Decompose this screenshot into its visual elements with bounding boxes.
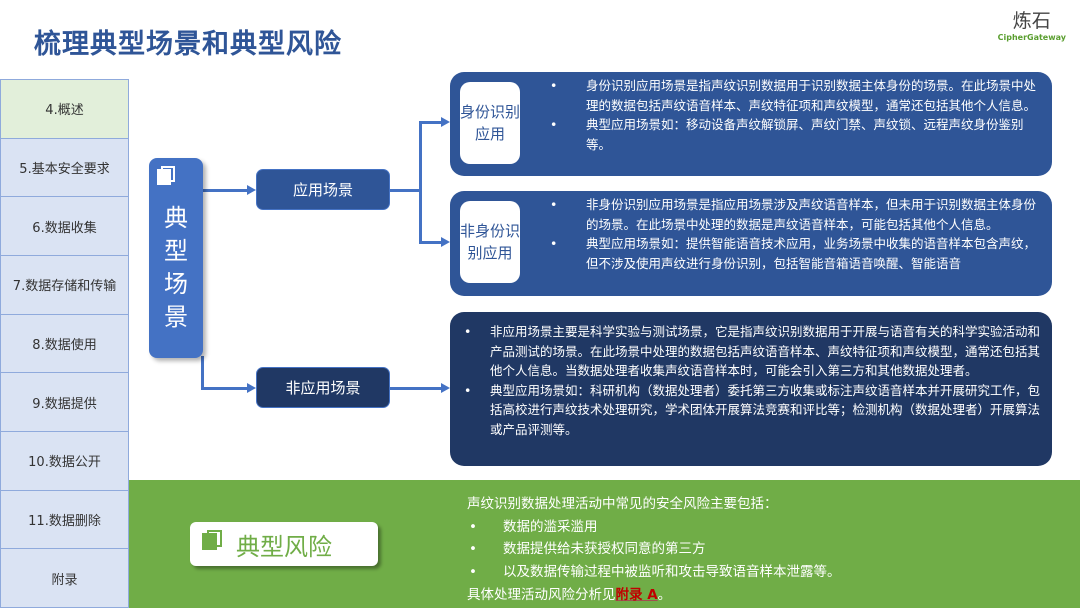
connector (419, 121, 422, 244)
connector (419, 241, 442, 244)
nonapp-scenario-node: 非应用场景 (256, 367, 390, 408)
connector (419, 121, 442, 124)
risk-footer: 具体处理活动风险分析见附录 A。 (467, 584, 841, 607)
arrow-icon (441, 383, 450, 393)
root-char: 典 (164, 204, 188, 232)
logo: 炼石 CipherGateway (998, 6, 1066, 42)
sidebar-item-basic-security[interactable]: 5.基本安全要求 (0, 138, 129, 198)
logo-en: CipherGateway (997, 33, 1066, 42)
copy-icon (202, 530, 222, 550)
sidebar-item-overview[interactable]: 4.概述 (0, 79, 129, 139)
risk-bullet: 数据提供给未获授权同意的第三方 (467, 538, 841, 561)
sidebar-item-data-delete[interactable]: 11.数据删除 (0, 490, 129, 550)
root-char: 场 (164, 270, 188, 298)
non-app-box: 非应用场景主要是科学实验与测试场景，它是指声纹识别数据用于开展与语音有关的科学实… (450, 312, 1052, 466)
identity-app-label: 身份识别应用 (460, 82, 520, 164)
page-title: 梳理典型场景和典型风险 (34, 29, 342, 60)
connector (201, 387, 249, 390)
connector (390, 387, 442, 390)
arrow-icon (441, 237, 450, 247)
sidebar-item-data-provide[interactable]: 9.数据提供 (0, 373, 129, 433)
connector (201, 356, 204, 389)
copy-icon (157, 166, 175, 185)
sidebar-item-data-public[interactable]: 10.数据公开 (0, 432, 129, 491)
typical-scenario-box: 典 型 场 景 (149, 158, 203, 358)
non-identity-bullet: 典型应用场景如：提供智能语音技术应用，业务场景中收集的语音样本包含声纹，但不涉及… (550, 234, 1040, 273)
sidebar-item-data-use[interactable]: 8.数据使用 (0, 314, 129, 374)
risk-footer-suffix: 。 (657, 586, 672, 603)
logo-cn: 炼石 (1012, 10, 1051, 32)
risk-list: 声纹识别数据处理活动中常见的安全风险主要包括： 数据的滥采滥用 数据提供给未获授… (467, 493, 841, 607)
identity-app-box: 身份识别应用 身份识别应用场景是指声纹识别数据用于识别数据主体身份的场景。在此场… (450, 72, 1052, 176)
sidebar-item-data-collection[interactable]: 6.数据收集 (0, 197, 129, 257)
typical-risk-label: 典型风险 (190, 522, 378, 566)
root-char: 景 (164, 303, 188, 331)
app-scenario-node: 应用场景 (256, 169, 390, 210)
sidebar-item-appendix[interactable]: 附录 (0, 549, 129, 608)
arrow-icon (247, 185, 256, 195)
non-identity-bullet: 非身份识别应用场景是指应用场景涉及声纹语音样本，但未用于识别数据主体身份的场景。… (550, 195, 1040, 234)
sidebar-nav: 4.概述 5.基本安全要求 6.数据收集 7.数据存储和传输 8.数据使用 9.… (0, 79, 129, 608)
sidebar-item-storage-transfer[interactable]: 7.数据存储和传输 (0, 256, 129, 315)
non-identity-app-label: 非身份识别应用 (460, 201, 520, 283)
non-identity-app-box: 非身份识别应用 非身份识别应用场景是指应用场景涉及声纹语音样本，但未用于识别数据… (450, 191, 1052, 296)
root-char: 型 (164, 237, 188, 265)
arrow-icon (247, 383, 256, 393)
risk-bullet: 以及数据传输过程中被监听和攻击导致语音样本泄露等。 (467, 561, 841, 584)
non-app-bullet: 典型应用场景如：科研机构（数据处理者）委托第三方收集或标注声纹语音样本并开展研究… (464, 381, 1044, 440)
arrow-icon (441, 117, 450, 127)
risk-label-text: 典型风险 (236, 532, 332, 561)
connector (203, 189, 249, 192)
risk-intro: 声纹识别数据处理活动中常见的安全风险主要包括： (467, 496, 778, 512)
connector (390, 189, 421, 192)
identity-bullet: 身份识别应用场景是指声纹识别数据用于识别数据主体身份的场景。在此场景中处理的数据… (550, 76, 1040, 115)
identity-bullet: 典型应用场景如：移动设备声纹解锁屏、声纹门禁、声纹锁、远程声纹身份鉴别等。 (550, 115, 1040, 154)
risk-footer-text: 具体处理活动风险分析见 (467, 586, 616, 603)
appendix-a-link[interactable]: 附录 A (615, 586, 658, 603)
risk-bullet: 数据的滥采滥用 (467, 516, 841, 539)
non-app-bullet: 非应用场景主要是科学实验与测试场景，它是指声纹识别数据用于开展与语音有关的科学实… (464, 322, 1044, 381)
